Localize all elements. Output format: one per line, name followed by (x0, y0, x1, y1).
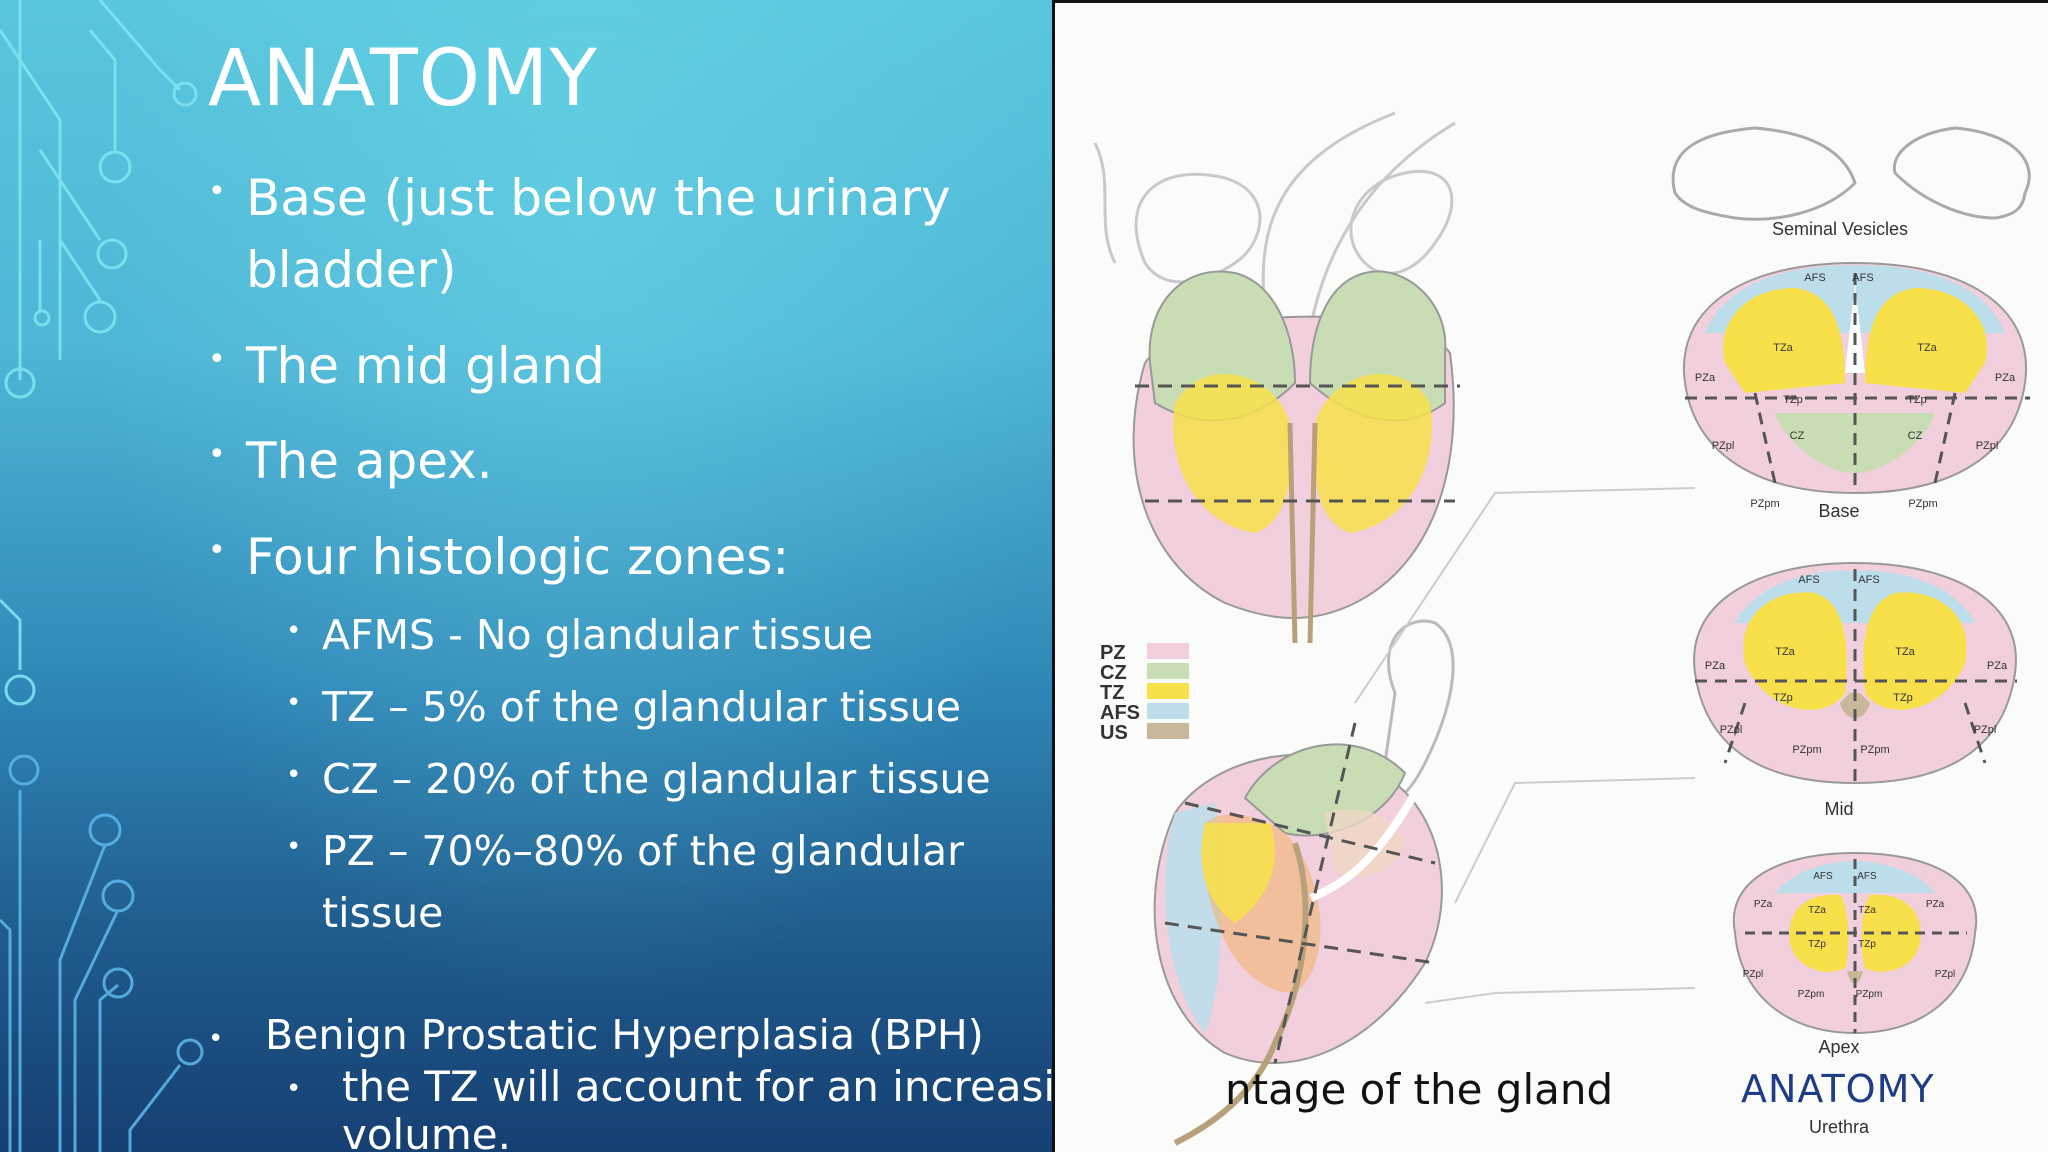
label-tzp: TZp (1893, 692, 1913, 704)
sub-bullet-pz-continued: tissue (322, 889, 444, 937)
label-pza: PZa (1926, 899, 1945, 910)
bullet-apex: The apex. (246, 432, 493, 490)
label-pzpl: PZpl (1976, 440, 1999, 452)
bph-heading: Benign Prostatic Hyperplasia (BPH) (265, 1011, 984, 1059)
legend-us: US (1100, 722, 1128, 744)
label-pzpm: PZpm (1792, 744, 1821, 756)
label-pza: PZa (1995, 372, 2016, 384)
label-pzpl: PZpl (1720, 724, 1743, 736)
bullet-dot-icon: • (286, 688, 302, 718)
legend-afs: AFS (1100, 702, 1140, 724)
bph-sub-line-2: volume. (342, 1110, 511, 1152)
label-pza: PZa (1987, 660, 2008, 672)
bullet-histologic-zones: Four histologic zones: (246, 528, 790, 586)
bullet-dot-icon: • (286, 832, 302, 862)
label-seminal-vesicles: Seminal Vesicles (1772, 219, 1908, 239)
label-pzpl: PZpl (1974, 724, 1997, 736)
sub-bullet-pz: PZ – 70%–80% of the glandular (322, 827, 964, 875)
figure-caption-anatomy: ANATOMY (1741, 1067, 1935, 1111)
label-pzpm: PZpm (1908, 498, 1937, 510)
label-afs: AFS (1798, 574, 1819, 586)
label-afs: AFS (1857, 871, 1877, 882)
label-afs: AFS (1858, 574, 1879, 586)
label-base: Base (1818, 501, 1859, 521)
legend-cz: CZ (1100, 662, 1127, 684)
label-tzp: TZp (1783, 394, 1803, 406)
label-tza: TZa (1775, 646, 1795, 658)
bullet-dot-icon: • (208, 174, 226, 209)
label-tza: TZa (1895, 646, 1915, 658)
bullet-dot-icon: • (208, 342, 226, 377)
label-pza: PZa (1695, 372, 1716, 384)
zone-legend: PZ CZ TZ AFS US (1100, 642, 1189, 744)
label-tzp: TZp (1858, 939, 1876, 950)
bph-sub-line-1: the TZ will account for an increasi (342, 1062, 1056, 1111)
legend-tz: TZ (1100, 682, 1124, 704)
label-cz: CZ (1908, 430, 1923, 442)
bullet-dot-icon: • (286, 760, 302, 790)
bullet-dot-icon: • (208, 437, 226, 472)
bullet-base-continued: bladder) (246, 241, 457, 299)
label-pzpm: PZpm (1798, 989, 1825, 1000)
label-cz: CZ (1790, 430, 1805, 442)
sub-bullet-tz: TZ – 5% of the glandular tissue (322, 683, 961, 731)
label-pzpm: PZpm (1750, 498, 1779, 510)
label-afs: AFS (1813, 871, 1833, 882)
label-pza: PZa (1754, 899, 1773, 910)
label-pzpm: PZpm (1856, 989, 1883, 1000)
label-pzpm: PZpm (1860, 744, 1889, 756)
label-apex: Apex (1818, 1037, 1859, 1057)
label-tza: TZa (1773, 342, 1793, 354)
bullet-dot-icon: • (208, 1024, 224, 1054)
label-pzpl: PZpl (1935, 969, 1956, 980)
prostate-diagram: PZ CZ TZ AFS US (1093, 111, 2031, 1146)
sub-bullet-afms: AFMS - No glandular tissue (322, 611, 874, 659)
bullet-base: Base (just below the urinary (246, 169, 951, 227)
bullet-dot-icon: • (208, 533, 226, 568)
label-tzp: TZp (1808, 939, 1826, 950)
label-afs: AFS (1804, 272, 1825, 284)
bullet-mid-gland: The mid gland (246, 337, 605, 395)
slide-title: ANATOMY (208, 34, 598, 124)
label-pza: PZa (1705, 660, 1726, 672)
legend-pz: PZ (1100, 642, 1126, 664)
sub-bullet-cz: CZ – 20% of the glandular tissue (322, 755, 991, 803)
label-tza: TZa (1917, 342, 1937, 354)
label-tza: TZa (1808, 905, 1826, 916)
label-mid: Mid (1824, 799, 1853, 819)
label-tzp: TZp (1773, 692, 1793, 704)
bph-overlay-text: ntage of the gland (1225, 1065, 1614, 1114)
label-tzp: TZp (1907, 394, 1927, 406)
label-tza: TZa (1858, 905, 1876, 916)
bullet-dot-icon: • (286, 1074, 302, 1104)
label-pzpl: PZpl (1712, 440, 1735, 452)
label-urethra: Urethra (1809, 1117, 1870, 1137)
label-pzpl: PZpl (1743, 969, 1764, 980)
bullet-dot-icon: • (286, 616, 302, 646)
label-afs: AFS (1852, 272, 1873, 284)
circuit-lines-icon (0, 0, 204, 1152)
prostate-zone-figure: PZ CZ TZ AFS US (1052, 0, 2048, 1152)
